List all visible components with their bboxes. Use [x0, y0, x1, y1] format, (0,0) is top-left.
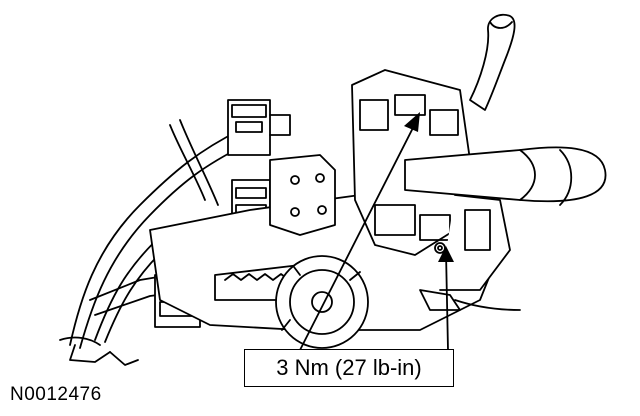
- torque-callout-text: 3 Nm (27 lb-in): [276, 355, 422, 380]
- callout-leader-lines: [299, 117, 449, 351]
- wiper-stalk: [469, 13, 516, 111]
- electrical-connector-upper: [227, 99, 291, 156]
- clockspring: [275, 255, 369, 349]
- arrowhead-upper: [404, 112, 420, 132]
- arrowhead-lower: [438, 246, 454, 262]
- arrowheads: [404, 112, 454, 262]
- column-right-section: [419, 194, 521, 311]
- torque-callout-box: 3 Nm (27 lb-in): [244, 349, 454, 387]
- turn-signal-stalk: [404, 146, 607, 206]
- figure-id-label: N0012476: [10, 384, 102, 405]
